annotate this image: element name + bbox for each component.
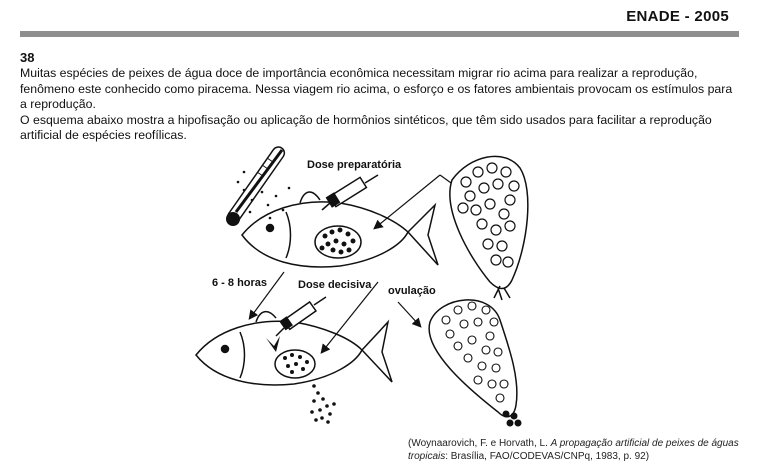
label-ovulacao: ovulação xyxy=(388,285,436,297)
question-text: Muitas espécies de peixes de água doce d… xyxy=(20,66,742,144)
label-interval: 6 - 8 horas xyxy=(212,277,267,289)
label-dose-decisiva: Dose decisiva xyxy=(298,279,372,291)
syringe-bottom-icon xyxy=(275,296,327,337)
syringe-top-icon xyxy=(321,174,379,211)
ovary-bottom-eggs xyxy=(441,301,509,403)
question-paragraph-2: O esquema abaixo mostra a hipofisação ou… xyxy=(20,112,712,143)
pituitary-mark xyxy=(266,336,280,352)
exam-title: ENADE - 2005 xyxy=(626,8,729,25)
fish-bottom xyxy=(195,310,393,386)
thermometer-icon xyxy=(226,146,286,226)
question-number: 38 xyxy=(20,50,35,65)
fish-bottom-ovary xyxy=(274,349,316,379)
ovary-detail-top xyxy=(449,155,529,301)
fish-top-ovary xyxy=(314,225,362,259)
citation-title: A propagação artificial de peixes de águ… xyxy=(408,438,739,462)
label-dose-preparatoria: Dose preparatória xyxy=(307,159,402,171)
citation-rest: : Brasília, FAO/CODEVAS/CNPq, 1983, p. 9… xyxy=(445,451,650,462)
ovary-detail-bottom xyxy=(428,299,522,427)
released-eggs xyxy=(310,384,336,424)
ovary-top-eggs xyxy=(457,162,520,268)
figure-citation: (Woynaarovich, F. e Horvath, L. A propag… xyxy=(408,437,748,463)
question-paragraph-1: Muitas espécies de peixes de água doce d… xyxy=(20,66,733,111)
environment-dots xyxy=(236,170,291,220)
citation-open: (Woynaarovich, F. e Horvath, L. xyxy=(408,438,551,449)
fish-top xyxy=(241,191,439,268)
header-divider xyxy=(20,31,739,37)
